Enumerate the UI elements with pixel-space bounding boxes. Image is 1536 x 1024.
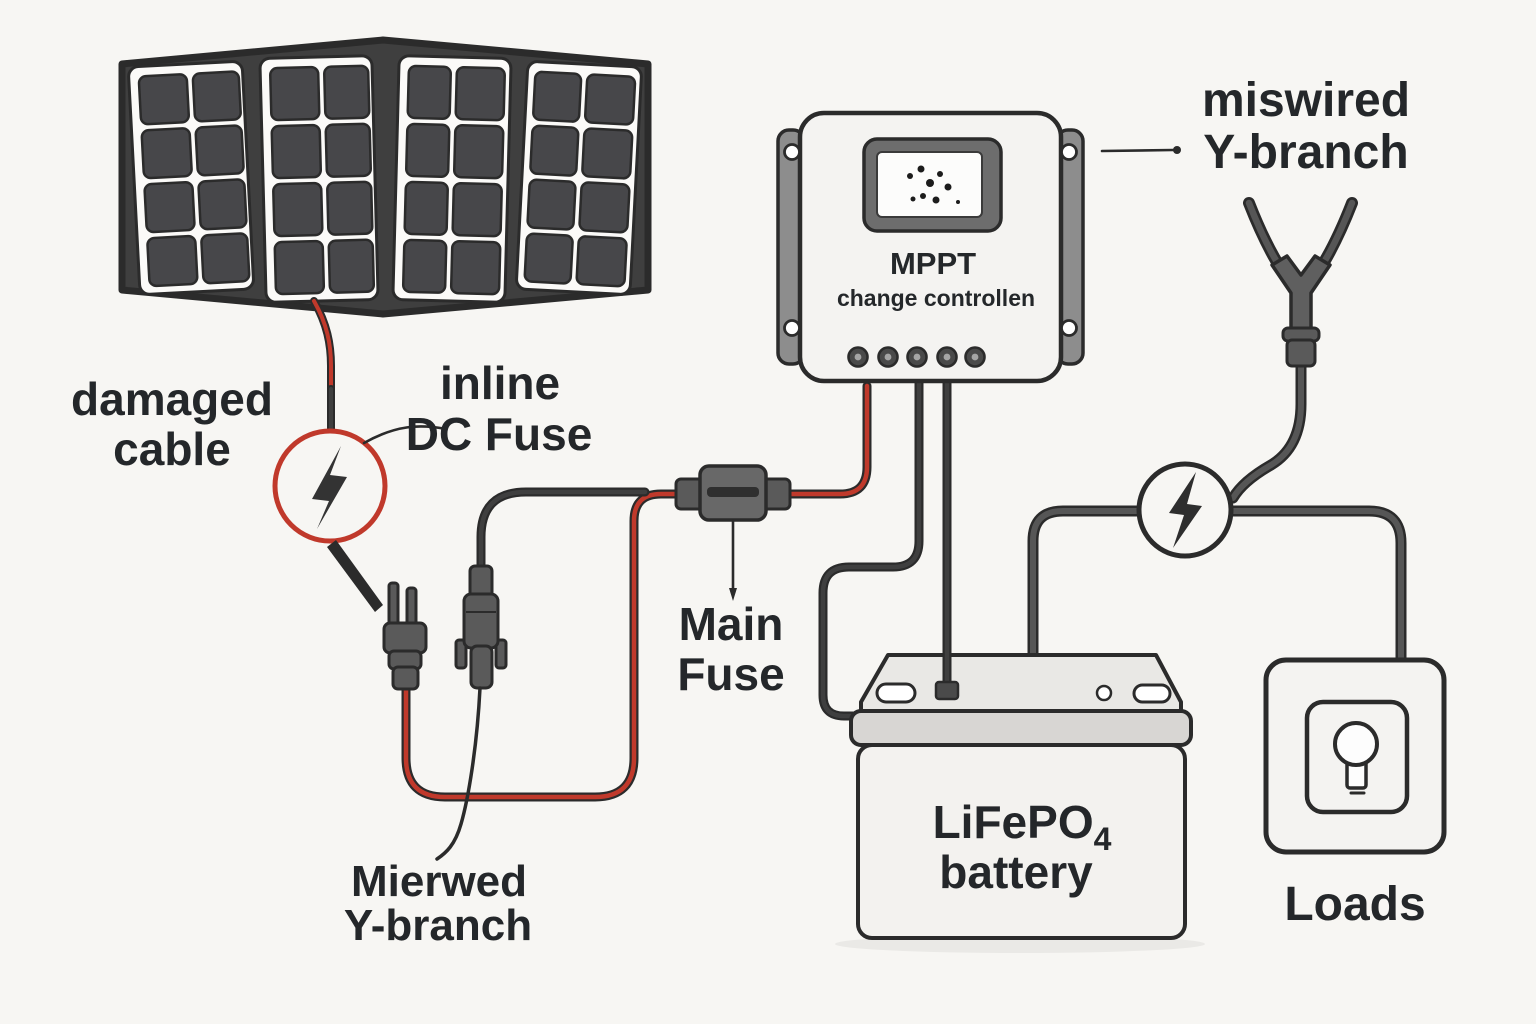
loads-outlet [1263, 657, 1447, 855]
damage-bolt-icon [312, 446, 347, 529]
mc4-connector-female [454, 564, 508, 690]
controller-screw [1060, 319, 1078, 337]
controller-battery-cable-2 [934, 378, 960, 701]
screen-glyphs [907, 165, 960, 204]
damaged-cable-end [327, 540, 383, 612]
panel-section-2 [258, 54, 380, 304]
dc-fuse-leader-line [362, 425, 448, 445]
panel-section-4 [515, 60, 643, 296]
battery-slot-right [1132, 683, 1172, 704]
controller-battery-cable-1 [818, 378, 924, 721]
solar-panel-icon [118, 36, 652, 318]
label-miswired-y-branch: miswired Y-branch [1202, 74, 1410, 179]
label-loads: Loads [1284, 878, 1425, 931]
svg-text:inline: inline [440, 357, 560, 409]
y-branch-tail-cable [1227, 354, 1307, 504]
fuse-to-controller-cable [783, 381, 872, 499]
pv-cable [310, 297, 335, 434]
battery: LiFePO4 battery [835, 653, 1205, 953]
svg-text:Main: Main [679, 598, 784, 650]
damaged-cable-indicator [272, 428, 388, 612]
solar-panel-frame [118, 36, 652, 318]
controller-screw [783, 143, 801, 161]
y-branch-collar [1285, 338, 1317, 368]
mppt-controller: MPPT change controllen [776, 110, 1085, 384]
svg-text:miswired: miswired [1202, 74, 1410, 127]
svg-text:cable: cable [113, 423, 231, 475]
controller-title: MPPT [890, 246, 976, 281]
controller-screw [783, 319, 801, 337]
fuse-to-battery-cable [1027, 505, 1147, 671]
controller-buttons [847, 346, 986, 368]
battery-body [856, 743, 1187, 940]
pv-red-loop-cable [401, 489, 683, 802]
miswired-leader-line [1100, 146, 1181, 154]
y-branch-connector [1243, 197, 1358, 368]
svg-text:Fuse: Fuse [677, 648, 784, 700]
load-fuse-indicator [1136, 461, 1234, 559]
bulb-icon [1333, 721, 1379, 795]
main-fuse-holder [674, 464, 792, 522]
controller-screw [1060, 143, 1078, 161]
mierwed-leader-line [435, 686, 482, 861]
mc4-connector-male [382, 581, 428, 691]
label-mierwed-y-branch: Mierwed Y-branch [344, 857, 532, 950]
loads-inner-frame [1304, 699, 1410, 815]
battery-label-line2: battery [939, 846, 1093, 898]
svg-text:Y-branch: Y-branch [344, 901, 532, 950]
controller-subtitle: change controllen [837, 285, 1035, 311]
battery-slot-left [875, 682, 917, 704]
battery-band [849, 709, 1193, 747]
battery-terminal [934, 680, 960, 701]
pv-black-cable [476, 487, 650, 577]
fuse-bolt-icon [1169, 472, 1202, 548]
svg-text:damaged: damaged [71, 373, 273, 425]
fuse-to-loads-cable [1223, 505, 1407, 674]
battery-label-line1: LiFePO4 [933, 796, 1112, 857]
y-branch-body [1270, 254, 1332, 332]
label-inline-dc-fuse: inline DC Fuse [406, 357, 593, 460]
label-damaged-cable: damaged cable [71, 373, 273, 475]
label-main-fuse: Main Fuse [677, 598, 784, 700]
svg-text:Mierwed: Mierwed [351, 857, 527, 906]
panel-section-1 [127, 60, 255, 296]
battery-vent-hole [1095, 684, 1113, 702]
main-fuse-leader-line [729, 519, 737, 601]
svg-text:Y-branch: Y-branch [1203, 126, 1408, 179]
svg-text:DC Fuse: DC Fuse [406, 408, 593, 460]
panel-section-3 [391, 54, 513, 304]
